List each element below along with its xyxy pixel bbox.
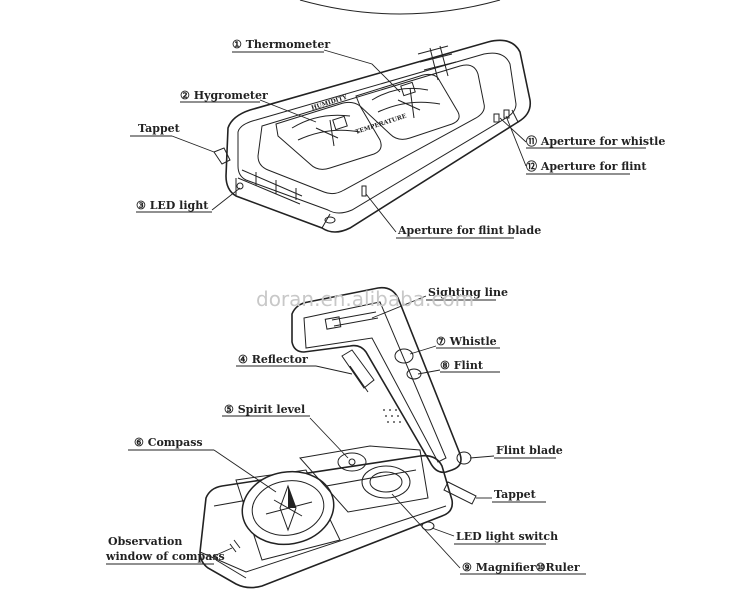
label-compass: ⑥ Compass — [134, 436, 203, 449]
sighting-line-tab — [324, 316, 342, 330]
magnifier-lens-inner — [369, 471, 403, 493]
label-aperture-flint: ⑫ Aperture for flint — [526, 159, 647, 173]
label-tappet-bottom: Tappet — [494, 488, 537, 501]
compass-dial-inner — [251, 480, 325, 536]
watermark-text: doran.en.alibaba.com — [256, 287, 474, 311]
label-flint-blade: Flint blade — [496, 444, 563, 457]
top-device-hinge — [237, 169, 303, 205]
spirit-level-bubble — [348, 458, 356, 466]
whistle-hole — [394, 348, 414, 364]
label-aperture-whistle: ⑪ Aperture for whistle — [526, 134, 665, 148]
leader-thermometer — [323, 49, 401, 93]
top-device-led — [236, 182, 244, 190]
hygrometer-label-box — [332, 115, 348, 131]
label-hygrometer: ② Hygrometer — [180, 89, 268, 102]
top-device-panel — [257, 64, 485, 195]
leader-compass — [213, 449, 277, 493]
leader-flint-blade — [469, 455, 495, 459]
leader-aperture-whistle — [499, 117, 527, 143]
leader-flint — [417, 369, 441, 375]
top-device-grid-marks — [417, 45, 457, 81]
label-led-light-switch: LED light switch — [456, 530, 558, 543]
top-device-tappet-knob — [213, 147, 231, 165]
leader-hygrometer — [259, 99, 317, 123]
top-edge-shape — [299, 0, 501, 15]
leader-reflector — [315, 365, 353, 375]
flint-blade-disc — [456, 451, 472, 465]
leader-led-switch — [431, 527, 455, 537]
bottom-device-base — [199, 454, 454, 589]
label-reflector: ④ Reflector — [238, 353, 308, 366]
label-observation-line2: window of compass — [105, 550, 225, 563]
label-sighting-line: Sighting line — [428, 286, 508, 299]
hygrometer-arcs — [291, 114, 361, 141]
label-magnifier-ruler: ⑨ Magnifier⑩Ruler — [462, 561, 580, 574]
top-device-body — [225, 39, 532, 233]
tappet-rod — [443, 481, 477, 505]
top-device-screw — [324, 216, 336, 224]
observation-window — [229, 539, 241, 553]
hygrometer-needle — [315, 119, 339, 147]
thermometer-arcs — [371, 87, 441, 113]
leader-observation — [213, 547, 233, 557]
bottom-device-drawing — [199, 286, 477, 589]
thermometer-face-text: TEMPERATURE — [354, 113, 407, 136]
leader-spirit-level — [309, 417, 349, 459]
bottom-device-compartment — [299, 445, 429, 513]
top-device-lid-edge — [237, 52, 517, 214]
label-tappet-top: Tappet — [138, 122, 181, 135]
leader-aperture-flint — [505, 115, 527, 167]
thermometer-label-box — [400, 81, 416, 97]
aperture-whistle-slot — [493, 113, 500, 123]
label-observation-line1: Observation — [108, 535, 182, 548]
bottom-device-lid — [291, 286, 462, 474]
spirit-level-vial — [337, 452, 367, 472]
magnifier-lens — [361, 465, 411, 499]
bottom-device-lid-inner — [303, 301, 447, 463]
label-flint: ⑧ Flint — [440, 359, 484, 372]
leader-aperture-flint-blade — [365, 193, 397, 233]
thermometer-dial — [355, 73, 460, 140]
top-device-drawing: HUMIDITY TEMPERATURE — [213, 39, 532, 233]
leader-tappet-top — [171, 135, 215, 153]
label-spirit-level: ⑤ Spirit level — [224, 403, 305, 416]
top-device-front-edge — [235, 109, 519, 229]
leader-sighting-line — [371, 295, 427, 319]
label-thermometer: ① Thermometer — [232, 38, 330, 51]
label-led-light: ③ LED light — [136, 199, 209, 212]
aperture-flint-blade-slot — [361, 185, 367, 197]
label-aperture-flint-blade: Aperture for flint blade — [397, 224, 541, 237]
compass-needle-fill — [288, 486, 296, 508]
flint-hole — [406, 368, 422, 380]
lid-dot-grid — [383, 409, 401, 423]
leader-led-top — [211, 187, 241, 211]
reflector-mirror — [341, 349, 375, 393]
label-whistle: ⑦ Whistle — [436, 335, 497, 348]
hygrometer-dial — [275, 101, 382, 170]
leader-magnifier — [391, 493, 461, 569]
leader-whistle — [409, 345, 437, 355]
